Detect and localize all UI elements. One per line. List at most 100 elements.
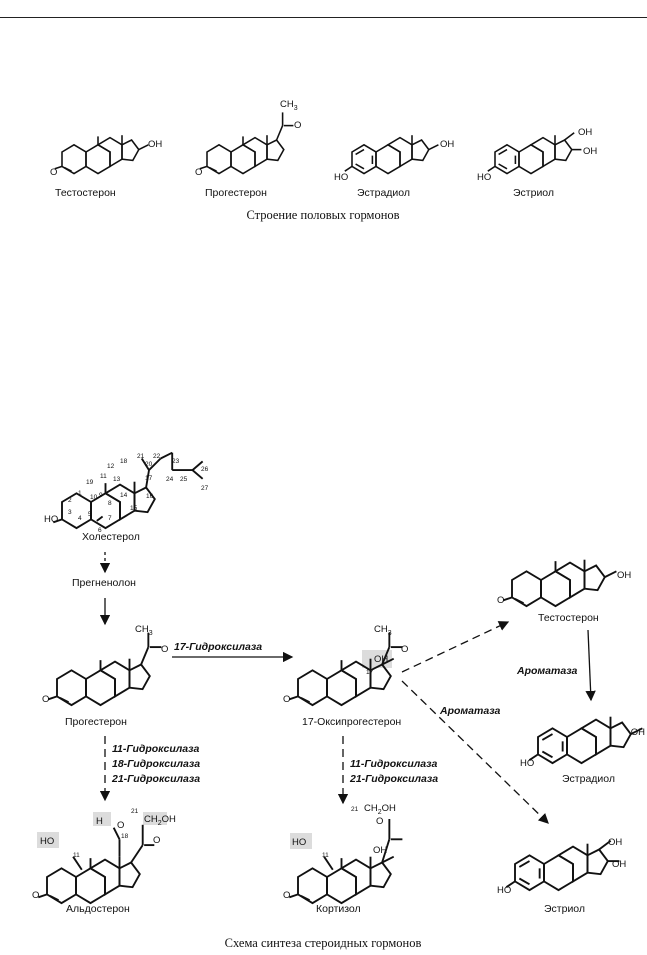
label-progesterone-2: Прогестерон xyxy=(65,716,127,728)
mol-estradiol xyxy=(344,134,439,175)
atom-ch3: CH3 xyxy=(280,99,298,112)
svg-text:19: 19 xyxy=(86,479,94,486)
mol-aldosterone xyxy=(38,824,155,905)
label-aldosterone: Альдостерон xyxy=(66,903,130,915)
atom-o: O xyxy=(283,694,290,705)
caption-synthesis: Схема синтеза стероидных гормонов xyxy=(225,936,422,950)
atom-ho: HO xyxy=(477,172,491,183)
atom-o: O xyxy=(153,835,160,846)
label-estradiol-2: Эстрадиол xyxy=(562,773,615,785)
label-estriol-2: Эстриол xyxy=(544,903,585,915)
atom-ho: HO xyxy=(334,172,348,183)
top-rule xyxy=(0,17,647,18)
atom-ch3: CH3 xyxy=(135,624,153,637)
svg-text:11: 11 xyxy=(100,473,107,480)
arrow-17ohp-testo xyxy=(401,621,510,673)
mol-cholesterol xyxy=(53,451,204,530)
atom-ho: HO xyxy=(292,837,306,848)
atom-o: O xyxy=(294,120,301,131)
svg-text:13: 13 xyxy=(113,476,121,483)
enzyme-11-hydroxylase-2: 11-Гидроксилаза xyxy=(350,758,437,770)
atom-oh: OH xyxy=(440,139,454,150)
atom-o: O xyxy=(50,167,57,178)
atom-oh: OH xyxy=(373,845,387,856)
svg-text:17: 17 xyxy=(145,475,153,482)
label-cortisol: Кортизол xyxy=(316,903,361,915)
svg-text:20: 20 xyxy=(145,461,153,468)
num-17: 17 xyxy=(366,669,374,676)
svg-text:3: 3 xyxy=(68,509,72,516)
atom-o: O xyxy=(401,644,408,655)
atom-oh: OH xyxy=(612,859,626,870)
label-17-hydroxyprogesterone: 17-Оксипрогестерон xyxy=(302,716,401,728)
svg-text:15: 15 xyxy=(130,505,138,512)
highlight-ho-2 xyxy=(290,833,312,849)
atom-oh: OH xyxy=(631,727,645,738)
label-testosterone: Тестостерон xyxy=(55,187,116,199)
atom-o: O xyxy=(161,644,168,655)
atom-oh: OH xyxy=(583,146,597,157)
highlight-ch2oh xyxy=(143,812,167,825)
num-21: 21 xyxy=(131,808,139,815)
svg-text:4: 4 xyxy=(78,515,82,522)
svg-text:12: 12 xyxy=(107,463,115,470)
atom-h: H xyxy=(96,816,103,827)
svg-text:25: 25 xyxy=(180,476,188,483)
atom-oh: OH xyxy=(617,570,631,581)
enzyme-18-hydroxylase: 18-Гидроксилаза xyxy=(112,758,200,770)
svg-text:21: 21 xyxy=(137,453,145,460)
atom-o: O xyxy=(42,694,49,705)
atom-oh: OH xyxy=(374,654,388,665)
arrow-testo-estradiol xyxy=(585,629,596,702)
enzyme-21-hydroxylase: 21-Гидроксилаза xyxy=(111,773,200,785)
label-progesterone: Прогестерон xyxy=(205,187,267,199)
highlight-h xyxy=(93,812,111,826)
label-testosterone-2: Тестостерон xyxy=(538,612,599,624)
label-pregnenolone: Прегненолон xyxy=(72,577,136,589)
mol-testosterone-right xyxy=(503,558,617,608)
svg-text:6: 6 xyxy=(98,527,102,534)
svg-text:2: 2 xyxy=(68,497,72,504)
label-estradiol: Эстрадиол xyxy=(357,187,410,199)
svg-text:26: 26 xyxy=(201,466,209,473)
enzyme-17-hydroxylase: 17-Гидроксилаза xyxy=(174,641,262,653)
atom-o: O xyxy=(283,890,290,901)
enzyme-21-hydroxylase-2: 21-Гидроксилаза xyxy=(349,773,438,785)
svg-text:7: 7 xyxy=(108,515,112,522)
atom-ho: HO xyxy=(497,885,511,896)
svg-text:16: 16 xyxy=(146,493,154,500)
atom-o: O xyxy=(195,167,202,178)
atom-oh: OH xyxy=(148,139,162,150)
svg-text:5: 5 xyxy=(88,511,92,518)
mol-estriol xyxy=(487,132,582,175)
atom-oh: OH xyxy=(608,837,622,848)
num-21: 21 xyxy=(351,806,359,813)
mol-cortisol xyxy=(289,818,403,905)
mol-progesterone xyxy=(199,112,294,175)
atom-ho: HO xyxy=(40,836,54,847)
num-11: 11 xyxy=(73,852,80,859)
num-11: 11 xyxy=(322,852,329,859)
svg-text:27: 27 xyxy=(201,485,209,492)
svg-text:9: 9 xyxy=(99,492,103,499)
caption-sex-hormones: Строение половых гормонов xyxy=(246,208,399,222)
label-cholesterol: Холестерол xyxy=(82,531,140,543)
atom-o: O xyxy=(376,816,383,827)
atom-ch2oh: CH2OH xyxy=(364,803,396,816)
highlight-ho xyxy=(37,832,59,848)
atom-ho: HO xyxy=(520,758,534,769)
svg-text:1: 1 xyxy=(78,490,82,497)
arrow-17ohp-estriol xyxy=(401,680,549,824)
mol-testosterone xyxy=(54,134,149,175)
cholesterol-numbering: 19 1 2 3 4 5 6 7 8 9 10 11 12 13 14 15 1… xyxy=(68,453,209,534)
mol-estradiol-right xyxy=(528,715,643,765)
mol-estriol-right xyxy=(505,840,620,892)
atom-o: O xyxy=(32,890,39,901)
enzyme-aromatase-2: Ароматаза xyxy=(439,705,501,717)
num-18: 18 xyxy=(121,833,129,840)
atom-o: O xyxy=(497,595,504,606)
atom-ho: HO xyxy=(44,514,58,525)
mol-17-hydroxyprogesterone xyxy=(289,632,403,707)
atom-ch2oh: CH2OH xyxy=(144,814,176,827)
